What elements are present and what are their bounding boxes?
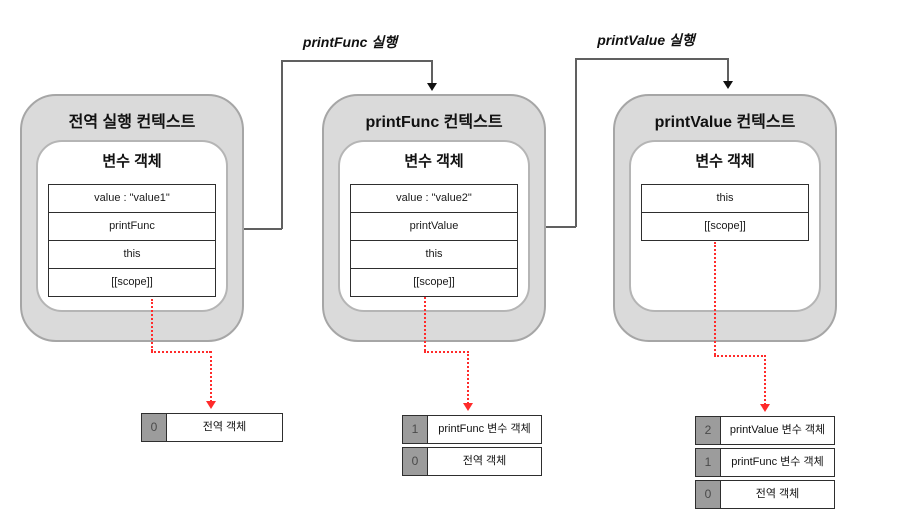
scope-arrow3-line — [764, 355, 766, 405]
connector1-line — [215, 228, 282, 230]
connector1-line — [431, 60, 433, 84]
scope-stack-printvalue: 2 printValue 변수 객체 1 printFunc 변수 객체 0 전… — [695, 416, 835, 512]
scope-stack-printfunc: 1 printFunc 변수 객체 0 전역 객체 — [402, 415, 542, 479]
context-box-printvalue: printValue 컨텍스트 변수 객체 this [[scope]] — [613, 94, 837, 342]
variable-table: value : "value1" printFunc this [[scope]… — [48, 184, 216, 297]
stack-label: 전역 객체 — [462, 455, 507, 467]
context-title: printFunc 컨텍스트 — [365, 114, 503, 131]
stack-row: 1 printFunc 변수 객체 — [695, 448, 835, 477]
variable-table: this [[scope]] — [641, 184, 809, 241]
stack-index: 2 — [696, 417, 721, 444]
connector2-line — [575, 58, 728, 60]
scope-arrow1-line — [210, 351, 212, 402]
variable-row: this — [642, 185, 808, 213]
context-title: 전역 실행 컨텍스트 — [68, 114, 196, 131]
call-label-printfunc: printFunc 실행 — [302, 34, 398, 50]
connector1-line — [281, 60, 283, 229]
variable-row: [[scope]] — [704, 220, 746, 232]
variable-row: printFunc — [49, 213, 215, 241]
context-box-global: 전역 실행 컨텍스트 변수 객체 value : "value1" printF… — [20, 94, 244, 342]
variable-row: value : "value2" — [351, 185, 517, 213]
connector2-arrowhead-icon — [723, 81, 733, 89]
variable-object-title: 변수 객체 — [695, 153, 755, 170]
call-label-printvalue: printValue 실행 — [597, 32, 695, 48]
scope-arrow3-line — [714, 242, 716, 355]
connector1-line — [281, 60, 432, 62]
variable-row: [[scope]] — [413, 276, 455, 288]
stack-label: 전역 객체 — [755, 488, 800, 500]
context-box-printfunc: printFunc 컨텍스트 변수 객체 value : "value2" pr… — [322, 94, 546, 342]
scope-arrow2-arrowhead-icon — [463, 403, 473, 411]
variable-row: [[scope]] — [111, 276, 153, 288]
stack-row: 2 printValue 변수 객체 — [695, 416, 835, 445]
scope-arrow2-line — [424, 297, 426, 351]
stack-index: 0 — [696, 481, 721, 508]
context-title: printValue 컨텍스트 — [654, 114, 796, 131]
scope-arrow1-arrowhead-icon — [206, 401, 216, 409]
connector1-arrowhead-icon — [427, 83, 437, 91]
stack-label: 전역 객체 — [202, 421, 247, 433]
stack-row: 1 printFunc 변수 객체 — [402, 415, 542, 444]
stack-index: 1 — [403, 416, 428, 443]
stack-row: 0 전역 객체 — [695, 480, 835, 509]
variable-row: this — [49, 241, 215, 269]
scope-arrow1-line — [151, 351, 211, 353]
variable-object-title: 변수 객체 — [102, 153, 162, 170]
stack-row: 0 전역 객체 — [402, 447, 542, 476]
scope-arrow3-line — [714, 355, 766, 357]
stack-label: printFunc 변수 객체 — [438, 423, 531, 435]
stack-label: printFunc 변수 객체 — [731, 456, 824, 468]
scope-arrow1-line — [151, 299, 153, 351]
scope-stack-global: 0 전역 객체 — [141, 413, 283, 445]
variable-row: printValue — [351, 213, 517, 241]
stack-index: 0 — [403, 448, 428, 475]
variable-table: value : "value2" printValue this [[scope… — [350, 184, 518, 297]
stack-label: printValue 변수 객체 — [729, 424, 826, 436]
connector2-line — [727, 58, 729, 82]
stack-index: 1 — [696, 449, 721, 476]
stack-row: 0 전역 객체 — [141, 413, 283, 442]
variable-row: value : "value1" — [49, 185, 215, 213]
connector2-line — [575, 58, 577, 227]
variable-object-title: 변수 객체 — [404, 153, 464, 170]
variable-row: this — [351, 241, 517, 269]
scope-arrow3-arrowhead-icon — [760, 404, 770, 412]
stack-index: 0 — [142, 414, 167, 441]
scope-arrow2-line — [424, 351, 469, 353]
scope-arrow2-line — [467, 351, 469, 404]
connector2-line — [522, 226, 576, 228]
